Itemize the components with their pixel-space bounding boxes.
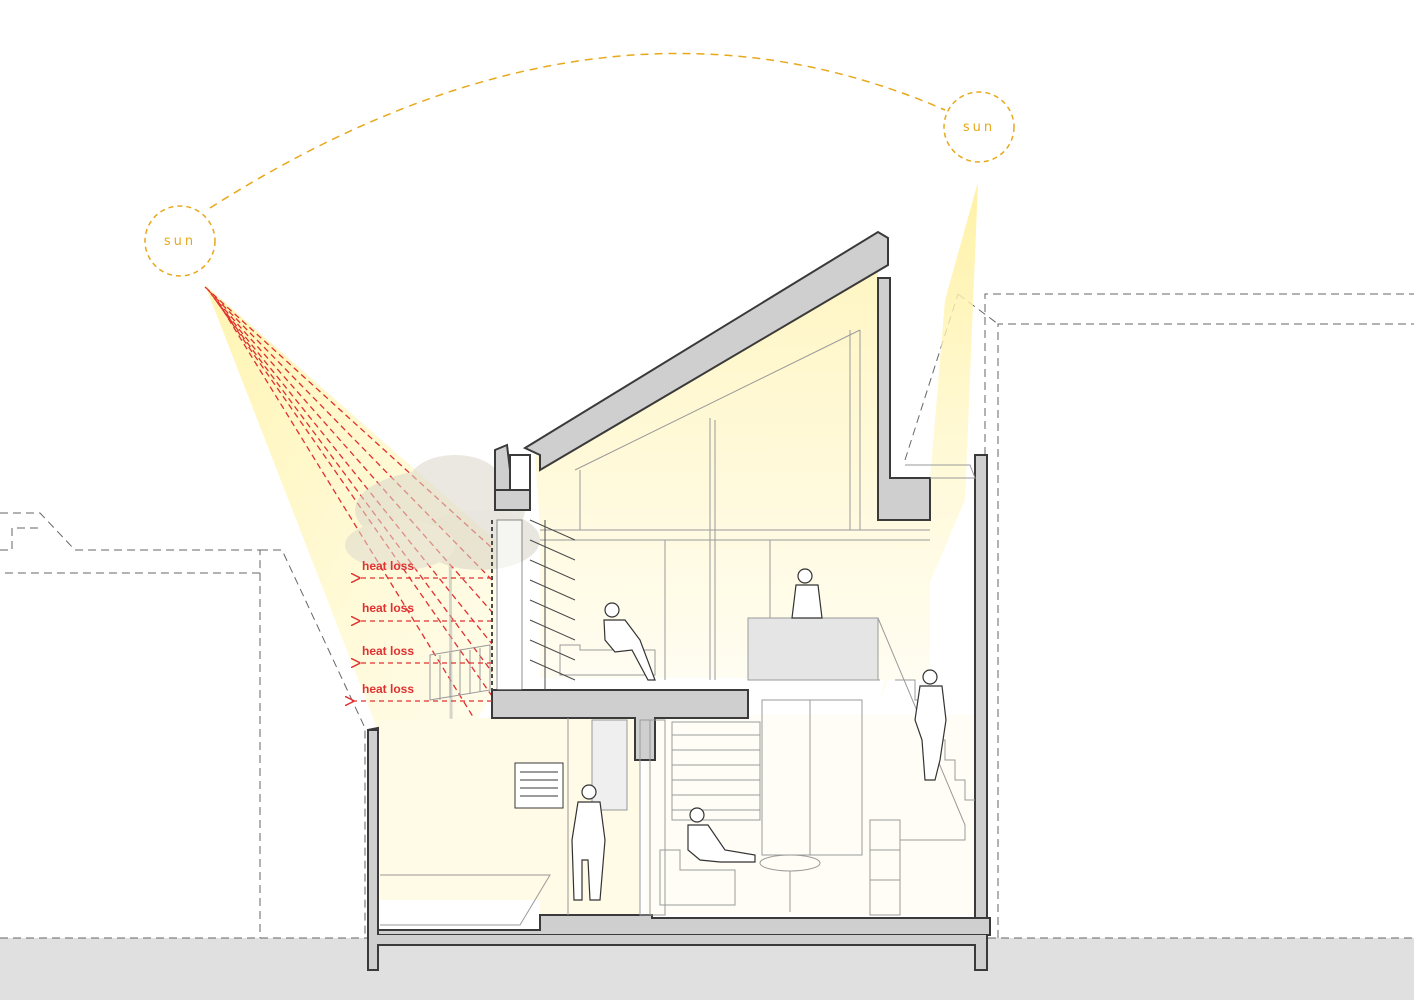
person-upper-standing xyxy=(791,568,823,619)
person-lower-standing xyxy=(571,784,606,901)
right-column xyxy=(877,277,931,521)
right-outer-wall xyxy=(974,454,988,971)
mid-floor-slab xyxy=(491,689,749,761)
sun-path-arc xyxy=(209,52,946,209)
heat-loss-label-1: heat loss xyxy=(362,559,414,573)
upper-floor-light xyxy=(535,270,930,680)
heat-loss-arrows xyxy=(352,578,492,701)
ground-slab xyxy=(367,726,991,936)
sun-left-label: sun xyxy=(164,234,196,249)
heat-loss-label-4: heat loss xyxy=(362,682,414,696)
sun-right-label: sun xyxy=(963,120,995,135)
sun-left: sun xyxy=(144,205,216,277)
heat-loss-label-2: heat loss xyxy=(362,601,414,615)
heat-loss-label-3: heat loss xyxy=(362,644,414,658)
interior-lines xyxy=(380,329,976,926)
section-cut xyxy=(367,230,991,971)
facade-screen xyxy=(491,519,576,691)
left-parapet xyxy=(494,443,511,491)
left-wall xyxy=(367,729,379,971)
sun-rays xyxy=(204,286,493,721)
ground xyxy=(0,938,1414,1000)
person-lower-sitting xyxy=(687,807,756,863)
person-upper-sitting xyxy=(603,602,656,681)
neighbor-left xyxy=(0,512,366,938)
sun-beam-right xyxy=(880,182,978,700)
person-stairs xyxy=(914,669,947,781)
sun-right: sun xyxy=(943,91,1015,163)
foundation xyxy=(367,935,988,971)
roof-slab xyxy=(522,230,889,472)
